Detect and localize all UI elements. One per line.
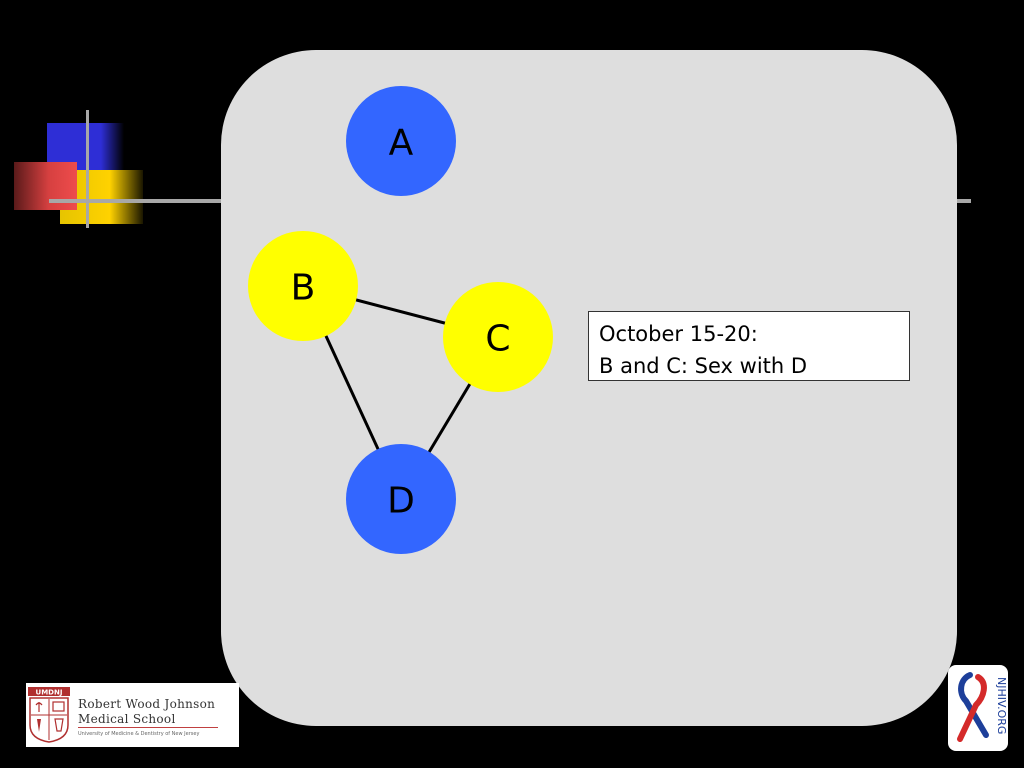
node-a: A xyxy=(346,86,456,196)
node-c: C xyxy=(443,282,553,392)
rwj-name-line-1: Robert Wood Johnson xyxy=(78,697,216,711)
node-c-circle xyxy=(443,282,553,392)
awareness-ribbon-icon: NJHIV.ORG xyxy=(957,672,1008,742)
rwj-name-line-2: Medical School xyxy=(78,712,176,726)
node-d: D xyxy=(346,444,456,554)
node-b: B xyxy=(248,231,358,341)
njhiv-logo: NJHIV.ORG xyxy=(948,665,1008,751)
node-a-circle xyxy=(346,86,456,196)
node-b-label: B xyxy=(291,268,316,309)
rwj-divider xyxy=(78,727,218,728)
diagram-panel xyxy=(221,50,957,726)
note-line-event: B and C: Sex with D xyxy=(599,354,808,378)
svg-text:UMDNJ: UMDNJ xyxy=(36,689,63,697)
note-line-date: October 15-20: xyxy=(599,322,758,346)
rwj-subtitle: University of Medicine & Dentistry of Ne… xyxy=(78,731,200,737)
node-d-circle xyxy=(346,444,456,554)
rwj-school-name: Robert Wood Johnson Medical School xyxy=(78,697,215,727)
node-a-label: A xyxy=(389,123,414,164)
rwj-medical-school-logo: UMDNJ Robert Wood Johnson Medical School… xyxy=(26,683,239,747)
umdnj-crest-icon: UMDNJ xyxy=(28,687,70,743)
decorative-vertical-line xyxy=(86,110,89,228)
event-note-box: October 15-20: B and C: Sex with D xyxy=(588,311,910,381)
njhiv-text: NJHIV.ORG xyxy=(995,677,1008,734)
node-d-label: D xyxy=(387,481,415,522)
node-b-circle xyxy=(248,231,358,341)
node-c-label: C xyxy=(485,319,510,360)
